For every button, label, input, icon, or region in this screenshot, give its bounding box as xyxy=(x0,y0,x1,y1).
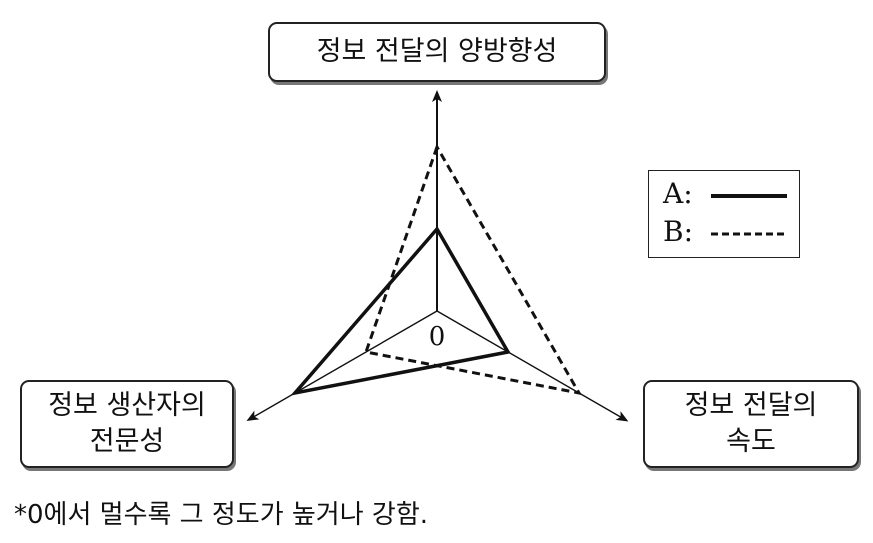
axis-label-text: 정보 생산자의 xyxy=(48,390,206,421)
axis-line xyxy=(436,310,629,422)
footnote: *0에서 멀수록 그 정도가 높거나 강함. xyxy=(14,500,429,530)
axis-label-top: 정보 전달의 양방향성 xyxy=(268,22,606,82)
axis-label-left: 정보 생산자의 전문성 xyxy=(20,380,234,468)
legend: A: B: xyxy=(648,170,800,258)
origin-label: 0 xyxy=(429,322,446,352)
axis-line xyxy=(246,310,438,422)
axis-label-text: 속도 xyxy=(726,426,776,457)
axis-label-text: 정보 전달의 양방향성 xyxy=(316,36,558,67)
axis-label-right: 정보 전달의 속도 xyxy=(643,380,859,468)
legend-label-b: B: xyxy=(663,215,694,248)
legend-label-a: A: xyxy=(663,177,693,210)
series-b-polygon xyxy=(364,143,582,396)
series-a-polygon xyxy=(290,225,511,396)
axis-label-text: 전문성 xyxy=(89,426,165,457)
axis-label-text: 정보 전달의 xyxy=(684,390,818,421)
